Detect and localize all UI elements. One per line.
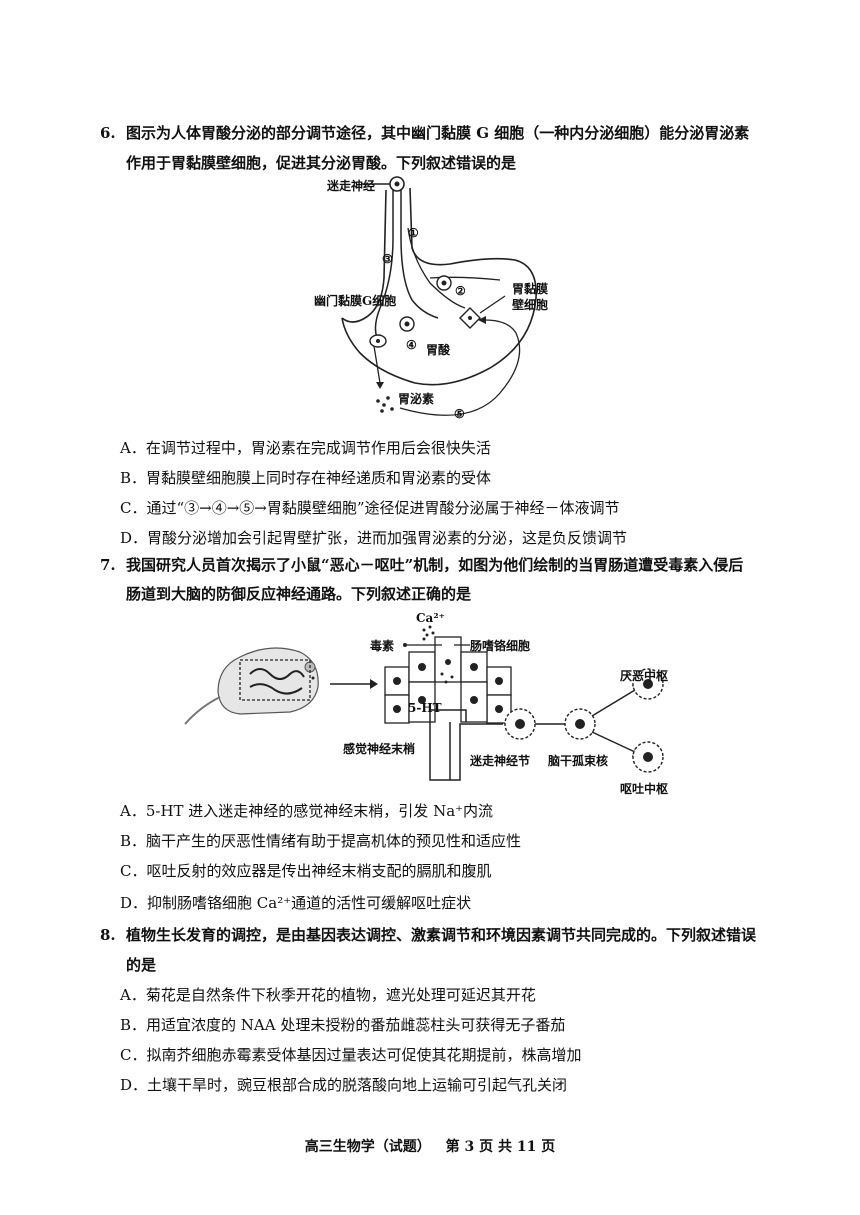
- parietal-cell-label-line1: 胃黏膜: [512, 282, 549, 296]
- gastric-acid-label: 胃酸: [426, 343, 451, 357]
- q6-option-a: A．在调节过程中，胃泌素在完成调节作用后会很快失活: [120, 439, 491, 457]
- q8-stem-line1: 植物生长发育的调控，是由基因表达调控、激素调节和环境因素调节共同完成的。下列叙述…: [126, 926, 757, 944]
- q8-option-c: C．拟南芥细胞赤霉素受体基因过量表达可促使其花期提前，株高增加: [120, 1046, 582, 1064]
- circled-5-label: ⑤: [454, 407, 465, 421]
- q7-stem-line1: 我国研究人员首次揭示了小鼠“恶心－呕吐”机制，如图为他们绘制的当胃肠道遭受毒素入…: [126, 556, 744, 574]
- q8-option-a: A．菊花是自然条件下秋季开花的植物，遮光处理可延迟其开花: [120, 986, 536, 1004]
- q7-option-c: C．呕吐反射的效应器是传出神经末梢支配的膈肌和腹肌: [120, 862, 492, 880]
- gastrin-label: 胃泌素: [398, 392, 435, 406]
- toxin-label: 毒素: [370, 639, 395, 653]
- disgust-center-label: 厌恶中枢: [620, 669, 669, 683]
- q6-stem-line1: 图示为人体胃酸分泌的部分调节途径，其中幽门黏膜 G 细胞（一种内分泌细胞）能分泌…: [126, 124, 750, 142]
- q7-option-b: B．脑干产生的厌恶性情绪有助于提高机体的预见性和适应性: [120, 832, 522, 850]
- q6-stem-line2: 作用于胃黏膜壁细胞，促进其分泌胃酸。下列叙述错误的是: [126, 154, 517, 172]
- brainstem-nucleus-label: 脑干孤束核: [548, 754, 609, 768]
- q8-number: 8.: [100, 926, 116, 944]
- q6-option-b: B．胃黏膜壁细胞膜上同时存在神经递质和胃泌素的受体: [120, 469, 492, 487]
- q6-option-d: D．胃酸分泌增加会引起胃壁扩张，进而加强胃泌素的分泌，这是负反馈调节: [120, 529, 628, 547]
- circled-1-label: ①: [408, 226, 419, 240]
- q8-option-b: B．用适宜浓度的 NAA 处理未授粉的番茄雌蕊柱头可获得无子番茄: [120, 1016, 566, 1034]
- q8-stem-line2: 的是: [126, 956, 157, 974]
- parietal-cell-label-line2: 壁细胞: [512, 298, 549, 312]
- q7-stem-line2: 肠道到大脑的防御反应神经通路。下列叙述正确的是: [126, 585, 472, 603]
- stomach-regulation-figure: [341, 176, 537, 416]
- q7-number: 7.: [100, 556, 116, 574]
- circled-2-label: ②: [455, 284, 466, 298]
- vagal-ganglion-label: 迷走神经节: [470, 754, 531, 768]
- footer-page-number: 第 3 页 共 11 页: [445, 1139, 556, 1155]
- g-cell-label: 幽门黏膜G细胞: [314, 294, 397, 308]
- vomiting-center-label: 呕吐中枢: [620, 782, 669, 796]
- nausea-vomiting-pathway-figure: [184, 625, 664, 781]
- q6-option-c: C．通过“③→④→⑤→胃黏膜壁细胞”途径促进胃酸分泌属于神经－体液调节: [120, 499, 620, 517]
- footer-subject: 高三生物学（试题）: [304, 1139, 431, 1155]
- ca-ion-label: Ca²⁺: [416, 611, 445, 625]
- circled-3-label: ③: [382, 252, 393, 266]
- q7-option-a: A．5-HT 进入迷走神经的感觉神经末梢，引发 Na⁺内流: [120, 802, 494, 820]
- page-footer: 高三生物学（试题） 第 3 页 共 11 页: [0, 1136, 860, 1156]
- q8-option-d: D．土壤干旱时，豌豆根部合成的脱落酸向地上运输可引起气孔关闭: [120, 1076, 568, 1094]
- q6-number: 6.: [100, 124, 116, 142]
- vagus-nerve-label: 迷走神经: [327, 179, 376, 193]
- sensory-nerve-ending-label: 感觉神经末梢: [343, 742, 416, 756]
- circled-4-label: ④: [406, 338, 417, 352]
- enterochromaffin-cell-label: 肠嗜铬细胞: [470, 639, 531, 653]
- serotonin-label: 5-HT: [408, 701, 442, 715]
- q7-option-d: D．抑制肠嗜铬细胞 Ca²⁺通道的活性可缓解呕吐症状: [120, 894, 472, 912]
